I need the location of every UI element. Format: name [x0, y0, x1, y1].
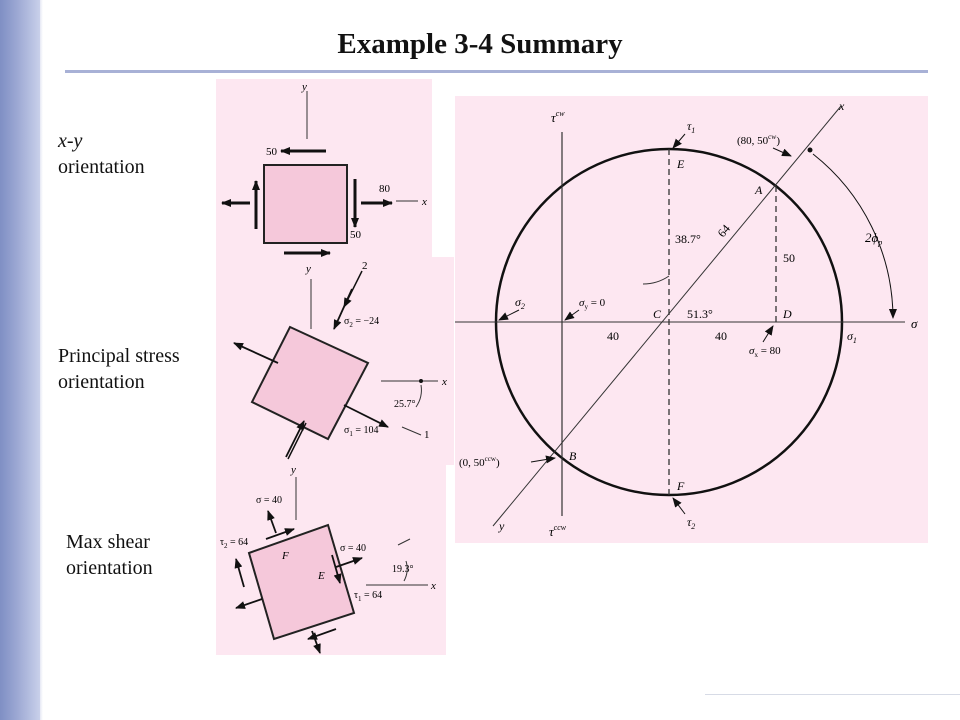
shear-y-axis-label: y [290, 465, 296, 476]
shear-x-axis-label: x [430, 580, 436, 592]
mohr-x-point-dot [807, 147, 813, 153]
mohr-angle-top: 38.7° [675, 232, 701, 246]
mohr-dim-right: 40 [715, 329, 727, 343]
label-shear-orientation: Max shear orientation [66, 529, 153, 581]
label-shear-line1: Max shear [66, 531, 150, 553]
shear-face-e: E [317, 570, 325, 582]
shear-sigma-left-arrow [235, 598, 263, 609]
slide-footer-line [705, 694, 960, 695]
xy-shear-side-value: 50 [350, 229, 362, 241]
mohr-angle-bottom: 51.3° [687, 307, 713, 321]
mohr-x-axis-label: x [838, 99, 845, 113]
label-principal-line2: orientation [58, 371, 145, 393]
principal-angle-arc [415, 384, 422, 408]
xy-x-axis-label: x [421, 196, 427, 208]
principal-sigma2-label: σ2 = −24 [344, 316, 379, 329]
label-principal-orientation: Principal stress orientation [58, 343, 180, 395]
principal-x-axis-label: x [441, 376, 447, 388]
slide-side-bar [0, 0, 40, 720]
principal-sigma1-left-arrow [233, 342, 279, 364]
label-xy-line1: x-y [58, 130, 83, 152]
principal-axis-2-lower [287, 422, 307, 460]
principal-axis-2-label: 2 [362, 260, 368, 272]
shear-angle-line [397, 538, 411, 546]
slide-title: Example 3-4 Summary [337, 28, 623, 60]
xy-element-panel: y x 50 50 80 [216, 79, 432, 257]
shear-sigma-right-arrow [335, 557, 363, 568]
xy-normal-value: 80 [379, 183, 391, 195]
mohr-dim-vertical: 50 [783, 251, 795, 265]
mohr-circle-figure: σ τcw τccw x y E F A B C D (80, 50cw) (0… [455, 99, 918, 539]
mohr-point-e: E [676, 157, 685, 171]
mohr-point-a: A [754, 183, 763, 197]
xy-element-figure: y x 50 50 80 [221, 81, 427, 257]
principal-x-axis-dot [419, 379, 423, 383]
mohr-sigma-x-leader [762, 325, 774, 343]
principal-axis-1-label: 1 [424, 429, 430, 441]
mohr-circle-panel: σ τcw τccw x y E F A B C D (80, 50cw) (0… [455, 96, 928, 543]
mohr-point-d: D [782, 307, 792, 321]
principal-sigma2-bottom-arrow [285, 420, 305, 458]
title-underline [65, 70, 928, 73]
mohr-tau-cw: τcw [551, 109, 565, 125]
shear-tau2: τ2 = 64 [220, 537, 248, 550]
xy-shear-top-value: 50 [266, 146, 278, 158]
mohr-point-c: C [653, 307, 662, 321]
shear-sigma-right: σ = 40 [340, 543, 366, 554]
shear-sigma-top: σ = 40 [256, 495, 282, 506]
principal-element-figure: y x 2 σ2 = −24 σ1 = 104 1 25.7° [233, 260, 447, 460]
mohr-point-b: B [569, 449, 577, 463]
shear-stress-element [247, 523, 356, 641]
shear-tau-bottom-arrow [307, 628, 337, 640]
shear-tau-left-arrow [234, 558, 245, 588]
label-shear-line2: orientation [66, 557, 153, 579]
principal-angle: 25.7° [394, 399, 416, 410]
label-xy-orientation: x-y orientation [58, 128, 145, 180]
mohr-sigma-y-leader [564, 309, 580, 321]
mohr-radius: 64 [715, 222, 733, 240]
principal-axis-1-line [401, 426, 422, 436]
principal-stress-element [250, 325, 370, 441]
shear-tau-top-arrow [265, 528, 295, 540]
mohr-dim-left: 40 [607, 329, 619, 343]
mohr-sigma-y: σy = 0 [579, 297, 606, 311]
shear-element-panel: y x σ = 40 σ = 40 τ2 = 64 τ1 = 64 F E 19… [216, 464, 446, 655]
mohr-point-b-coords: (0, 50ccw) [459, 455, 500, 469]
shear-angle-arc [403, 560, 408, 582]
principal-y-axis-label: y [305, 263, 311, 275]
mohr-tau2: τ2 [687, 515, 695, 531]
mohr-angle-top-arc [642, 275, 670, 285]
slide-side-bar-edge [40, 0, 43, 720]
label-principal-line1: Principal stress [58, 345, 180, 367]
mohr-two-phi: 2ϕp [865, 230, 882, 247]
mohr-tau1: τ1 [687, 119, 695, 135]
mohr-2phi-arc [812, 153, 897, 319]
mohr-tau1-leader [672, 133, 686, 149]
shear-tau1: τ1 = 64 [354, 590, 382, 603]
mohr-sigma2-leader [498, 309, 520, 321]
mohr-sigma2: σ2 [515, 295, 525, 311]
shear-angle: 19.3° [392, 564, 414, 575]
label-xy-line2: orientation [58, 156, 145, 178]
mohr-point-a-leader [772, 147, 792, 157]
mohr-sigma-x: σx = 80 [749, 345, 781, 359]
mohr-tau-ccw: τccw [549, 523, 567, 539]
mohr-point-a-coords: (80, 50cw) [737, 133, 780, 147]
mohr-point-f: F [676, 479, 685, 493]
mohr-sigma-axis-label: σ [911, 316, 918, 331]
principal-sigma2-top-arrow [333, 288, 353, 330]
shear-sigma-top-arrow [267, 510, 277, 534]
mohr-tau2-leader [672, 497, 686, 515]
mohr-y-axis-label: y [498, 519, 505, 533]
shear-tau-right-arrow [331, 554, 342, 584]
shear-element-figure: y x σ = 40 σ = 40 τ2 = 64 τ1 = 64 F E 19… [220, 464, 436, 654]
mohr-sigma1: σ1 [847, 329, 857, 345]
shear-face-f: F [281, 550, 289, 562]
principal-sigma1-right-arrow [343, 404, 389, 428]
principal-element-panel: y x 2 σ2 = −24 σ1 = 104 1 25.7° [216, 257, 454, 465]
xy-y-axis-label: y [301, 81, 307, 93]
principal-sigma1-label: σ1 = 104 [344, 425, 379, 438]
mohr-point-b-leader [530, 455, 556, 464]
xy-stress-element [263, 164, 348, 244]
